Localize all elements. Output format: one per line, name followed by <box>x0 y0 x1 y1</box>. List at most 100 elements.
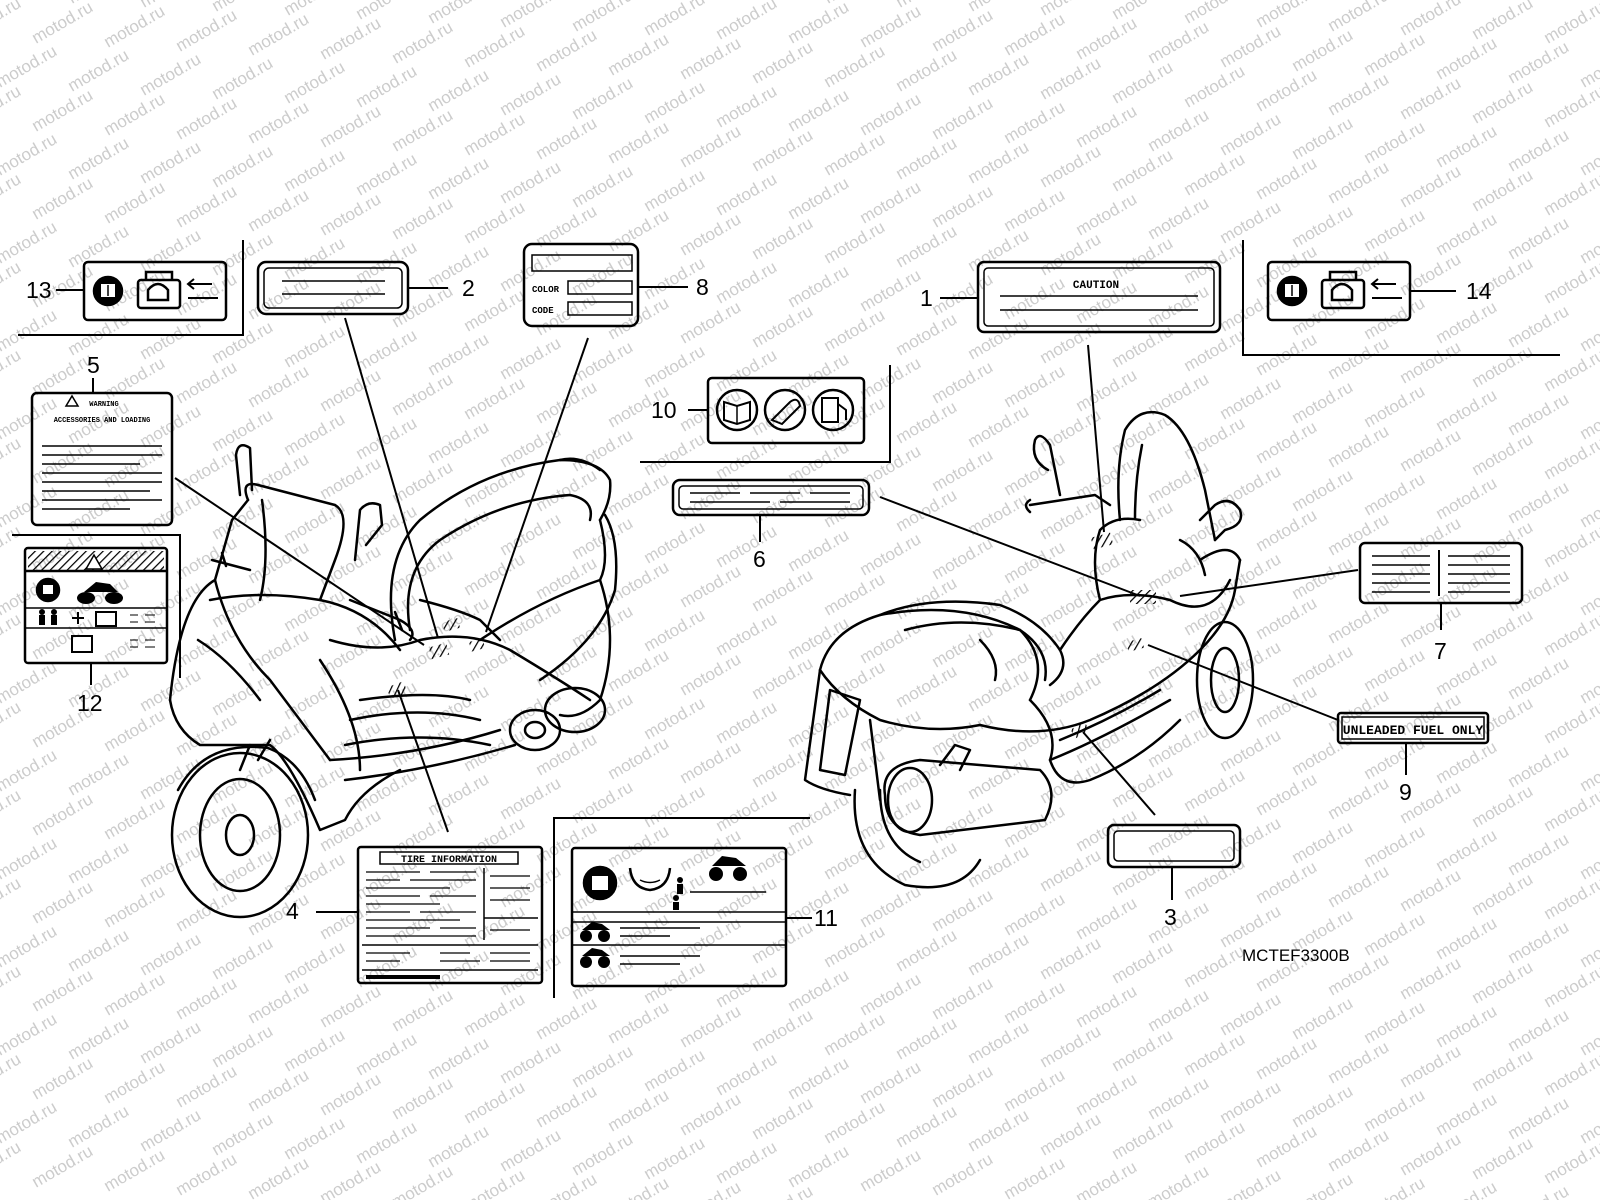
watermark-text: motod.ru <box>461 989 529 1039</box>
watermark-text: motod.ru <box>425 1121 493 1171</box>
watermark-text: motod.ru <box>1253 593 1321 643</box>
watermark-text: motod.ru <box>101 1057 169 1107</box>
scooter-left-illustration <box>168 443 618 919</box>
watermark-text: motod.ru <box>245 185 313 235</box>
watermark-text: motod.ru <box>1109 937 1177 987</box>
watermark-text: motod.ru <box>713 521 781 571</box>
watermark-text: motod.ru <box>1253 417 1321 467</box>
watermark-text: motod.ru <box>929 181 997 231</box>
watermark-text: motod.ru <box>1325 157 1393 207</box>
watermark-text: motod.ru <box>713 81 781 131</box>
watermark-text: motod.ru <box>965 401 1033 451</box>
label-8 <box>522 242 640 328</box>
watermark-text: motod.ru <box>389 897 457 947</box>
watermark-text: motod.ru <box>317 365 385 415</box>
callout-3: 3 <box>1164 904 1177 930</box>
warning-triangle-icon <box>64 394 80 407</box>
callout-11: 11 <box>814 905 838 931</box>
watermark-text: motod.ru <box>1505 301 1573 351</box>
watermark-text: motod.ru <box>1001 889 1069 939</box>
watermark-text: motod.ru <box>29 1141 97 1191</box>
tire-information-title: TIRE INFORMATION <box>401 855 497 866</box>
watermark-text: motod.ru <box>785 173 853 223</box>
watermark-text: motod.ru <box>1505 917 1573 967</box>
watermark-text: motod.ru <box>749 917 817 967</box>
watermark-text: motod.ru <box>1217 725 1285 775</box>
watermark-text: motod.ru <box>389 985 457 1035</box>
watermark-text: motod.ru <box>749 125 817 175</box>
watermark-text: motod.ru <box>1325 0 1393 35</box>
watermark-text: motod.ru <box>65 837 133 887</box>
watermark-text: motod.ru <box>677 385 745 435</box>
watermark-text: motod.ru <box>101 969 169 1019</box>
watermark-text: motod.ru <box>353 765 421 815</box>
watermark-text: motod.ru <box>1145 985 1213 1035</box>
watermark-text: motod.ru <box>785 525 853 575</box>
watermark-text: motod.ru <box>749 1181 817 1200</box>
watermark-text: motod.ru <box>1145 17 1213 67</box>
watermark-text: motod.ru <box>965 49 1033 99</box>
watermark-text: motod.ru <box>1001 273 1069 323</box>
watermark-text: motod.ru <box>0 521 24 571</box>
watermark-text: motod.ru <box>965 929 1033 979</box>
watermark-text: motod.ru <box>0 697 24 747</box>
watermark-text: motod.ru <box>281 233 349 283</box>
watermark-text: motod.ru <box>1145 545 1213 595</box>
watermark-text: motod.ru <box>1217 21 1285 71</box>
watermark-text: motod.ru <box>677 561 745 611</box>
watermark-text: motod.ru <box>1541 1049 1600 1099</box>
watermark-text: motod.ru <box>1253 1121 1321 1171</box>
watermark-text: motod.ru <box>1325 773 1393 823</box>
watermark-text: motod.ru <box>461 197 529 247</box>
watermark-text: motod.ru <box>281 937 349 987</box>
watermark-text: motod.ru <box>497 1125 565 1175</box>
watermark-text: motod.ru <box>173 5 241 55</box>
watermark-text: motod.ru <box>173 1061 241 1111</box>
watermark-text: motod.ru <box>0 81 24 131</box>
watermark-text: motod.ru <box>65 925 133 975</box>
watermark-text: motod.ru <box>857 1145 925 1195</box>
watermark-text: motod.ru <box>785 965 853 1015</box>
watermark-text: motod.ru <box>821 1009 889 1059</box>
watermark-text: motod.ru <box>1289 377 1357 427</box>
watermark-text: motod.ru <box>569 73 637 123</box>
watermark-text: motod.ru <box>209 141 277 191</box>
watermark-text: motod.ru <box>1469 77 1537 127</box>
watermark-text: motod.ru <box>497 773 565 823</box>
watermark-text: motod.ru <box>713 1049 781 1099</box>
watermark-text: motod.ru <box>1253 65 1321 115</box>
watermark-text: motod.ru <box>1001 9 1069 59</box>
watermark-text: motod.ru <box>821 41 889 91</box>
watermark-text: motod.ru <box>857 1057 925 1107</box>
watermark-text: motod.ru <box>893 221 961 271</box>
watermark-text: motod.ru <box>1541 609 1600 659</box>
watermark-text: motod.ru <box>1289 993 1357 1043</box>
watermark-text: motod.ru <box>101 793 169 843</box>
watermark-text: motod.ru <box>1397 161 1465 211</box>
watermark-text: motod.ru <box>317 13 385 63</box>
watermark-text: motod.ru <box>317 453 385 503</box>
watermark-text: motod.ru <box>605 1085 673 1135</box>
watermark-text: motod.ru <box>1109 321 1177 371</box>
watermark-text: motod.ru <box>1325 509 1393 559</box>
watermark-text: motod.ru <box>749 1093 817 1143</box>
watermark-text: motod.ru <box>713 609 781 659</box>
watermark-text: motod.ru <box>1037 229 1105 279</box>
watermark-text: motod.ru <box>137 489 205 539</box>
watermark-text: motod.ru <box>353 1117 421 1167</box>
watermark-text: motod.ru <box>929 93 997 143</box>
watermark-text: motod.ru <box>1217 989 1285 1039</box>
watermark-text: motod.ru <box>1361 645 1429 695</box>
watermark-text: motod.ru <box>1073 101 1141 151</box>
watermark-text: motod.ru <box>1361 733 1429 783</box>
watermark-text: motod.ru <box>461 549 529 599</box>
accessories-loading-text: ACCESSORIES AND LOADING <box>54 417 151 425</box>
watermark-text: motod.ru <box>353 61 421 111</box>
watermark-text: motod.ru <box>0 433 24 483</box>
watermark-text: motod.ru <box>1217 901 1285 951</box>
watermark-text: motod.ru <box>821 393 889 443</box>
luggage-box-icon <box>95 611 117 627</box>
watermark-text: motod.ru <box>785 1053 853 1103</box>
rider-icon <box>39 609 57 625</box>
watermark-text: motod.ru <box>713 785 781 835</box>
